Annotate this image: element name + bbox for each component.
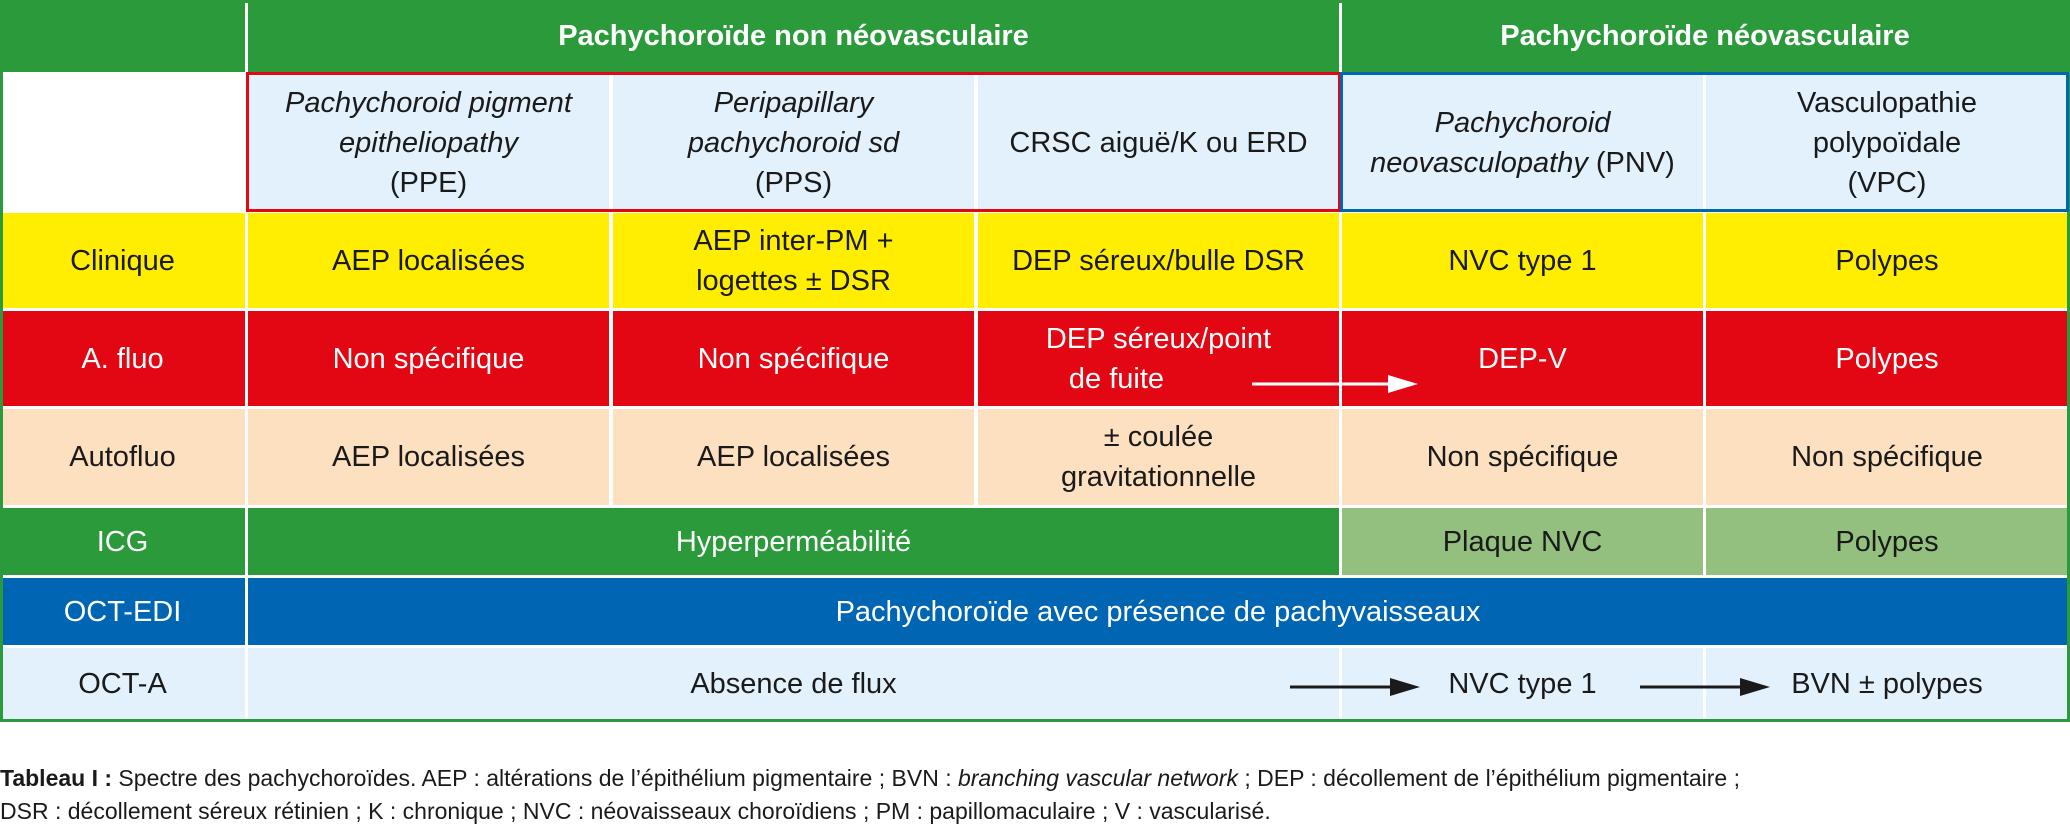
row-label-autofluo-text: Autofluo: [69, 441, 176, 473]
row-label-octedi: OCT-EDI: [0, 578, 245, 645]
cell-autofluo-vpc: Non spécifique: [1706, 409, 2068, 505]
crsc-name: CRSC aiguë/K ou ERD: [1009, 126, 1308, 159]
row-label-clinique: Clinique: [0, 213, 245, 308]
cell-autofluo-vpc-text: Non spécifique: [1791, 441, 1983, 473]
cell-icg-pnv-text: Plaque NVC: [1442, 525, 1603, 558]
pps-name-line2: pachychoroid sd: [687, 126, 900, 159]
cell-octa-span: Absence de flux: [248, 648, 1339, 719]
row-label-icg-text: ICG: [96, 525, 149, 558]
cell-clinique-pps-line2: logettes ± DSR: [696, 264, 891, 297]
cell-autofluo-crsc: ± coulée gravitationnelle: [978, 409, 1339, 505]
ppe-abbrev: (PPE): [389, 166, 468, 199]
pnv-name-line1: Pachychoroid: [1434, 106, 1611, 139]
cell-autofluo-pps-text: AEP localisées: [697, 441, 890, 473]
row-label-afluo: A. fluo: [0, 311, 245, 406]
cell-clinique-ppe: AEP localisées: [248, 213, 609, 308]
cell-afluo-pnv-text: DEP-V: [1478, 342, 1567, 375]
caption-title: Tableau I :: [0, 765, 113, 791]
group-header-non-neovascular: Pachychoroïde non néovasculaire: [248, 0, 1339, 72]
vpc-name-line2: polypoïdale: [1812, 126, 1962, 159]
caption-line2: DSR : décollement séreux rétinien ; K : …: [0, 798, 1271, 824]
row-label-octa-text: OCT-A: [78, 667, 167, 700]
column-header-vpc: Vasculopathie polypoïdale (VPC): [1706, 75, 2068, 210]
row-label-afluo-text: A. fluo: [81, 342, 164, 375]
group-header-neovascular-text: Pachychoroïde néovasculaire: [1500, 20, 1910, 52]
row-label-autofluo: Autofluo: [0, 409, 245, 505]
cell-autofluo-pnv: Non spécifique: [1342, 409, 1703, 505]
header-corner: [0, 0, 245, 72]
cell-afluo-vpc: Polypes: [1706, 311, 2068, 406]
row-label-clinique-text: Clinique: [70, 244, 175, 277]
cell-clinique-crsc: DEP séreux/bulle DSR: [978, 213, 1339, 308]
column-header-ppe: Pachychoroid pigment epitheliopathy (PPE…: [248, 75, 609, 210]
cell-octedi-span: Pachychoroïde avec présence de pachyvais…: [248, 578, 2068, 645]
cell-afluo-crsc-line2: de fuite: [1068, 362, 1165, 395]
cell-afluo-pps-text: Non spécifique: [697, 342, 890, 375]
group-header-neovascular: Pachychoroïde néovasculaire: [1342, 0, 2068, 72]
ppe-name-line1: Pachychoroid pigment: [285, 86, 572, 119]
vpc-name-line1: Vasculopathie: [1796, 86, 1978, 119]
cell-clinique-pps-line1: AEP inter-PM +: [693, 224, 894, 257]
caption-text-part2: ; DEP : décollement de l’épithélium pigm…: [1237, 765, 1740, 791]
cell-autofluo-pps: AEP localisées: [613, 409, 974, 505]
caption-text-part1: Spectre des pachychoroïdes. AEP : altéra…: [112, 765, 958, 791]
group-header-non-neovascular-text: Pachychoroïde non néovasculaire: [558, 20, 1029, 52]
cell-afluo-pps: Non spécifique: [613, 311, 974, 406]
caption-line1: Tableau I : Spectre des pachychoroïdes. …: [0, 762, 2068, 795]
cell-clinique-pnv: NVC type 1: [1342, 213, 1703, 308]
cell-octedi-span-text: Pachychoroïde avec présence de pachyvais…: [835, 595, 1481, 628]
arrow-right-icon: [1640, 678, 1770, 696]
row-label-octa: OCT-A: [0, 648, 245, 719]
cell-autofluo-ppe-text: AEP localisées: [332, 441, 525, 473]
cell-icg-span-text: Hyperperméabilité: [675, 525, 912, 558]
cell-autofluo-crsc-line1: ± coulée: [1103, 421, 1214, 453]
cell-clinique-vpc-text: Polypes: [1835, 244, 1939, 277]
cell-autofluo-crsc-line2: gravitationnelle: [1060, 461, 1257, 493]
pnv-name-line2-italic: neovasculopathy: [1370, 146, 1588, 179]
arrow-right-icon: [1252, 375, 1418, 393]
pps-name-line1: Peripapillary: [713, 86, 874, 119]
table-caption: Tableau I : Spectre des pachychoroïdes. …: [0, 762, 2068, 828]
cell-afluo-vpc-text: Polypes: [1835, 342, 1939, 375]
cell-icg-pnv: Plaque NVC: [1342, 508, 1703, 575]
cell-afluo-ppe: Non spécifique: [248, 311, 609, 406]
cell-afluo-crsc: DEP séreux/point de fuite: [978, 311, 1339, 406]
column-header-corner: [0, 75, 245, 210]
caption-italic-term: branching vascular network: [957, 765, 1238, 791]
cell-octa-vpc-text: BVN ± polypes: [1791, 667, 1983, 700]
cell-icg-vpc: Polypes: [1706, 508, 2068, 575]
cell-afluo-crsc-line1: DEP séreux/point: [1045, 322, 1272, 355]
cell-clinique-pnv-text: NVC type 1: [1448, 244, 1597, 277]
pnv-abbrev: (PNV): [1587, 146, 1675, 179]
cell-octa-pnv-text: NVC type 1: [1448, 667, 1597, 700]
cell-autofluo-ppe: AEP localisées: [248, 409, 609, 505]
pnv-name-line2: neovasculopathy (PNV): [1370, 143, 1675, 183]
row-label-icg: ICG: [0, 508, 245, 575]
column-header-pps: Peripapillary pachychoroid sd (PPS): [613, 75, 974, 210]
column-header-crsc: CRSC aiguë/K ou ERD: [978, 75, 1339, 210]
cell-afluo-ppe-text: Non spécifique: [332, 342, 525, 375]
vpc-abbrev: (VPC): [1847, 166, 1927, 199]
cell-octa-span-text: Absence de flux: [690, 667, 897, 700]
cell-afluo-pnv: DEP-V: [1342, 311, 1703, 406]
cell-icg-span: Hyperperméabilité: [248, 508, 1339, 575]
ppe-name-line2: epitheliopathy: [339, 126, 518, 159]
cell-clinique-crsc-text: DEP séreux/bulle DSR: [1012, 244, 1305, 277]
cell-clinique-pps: AEP inter-PM + logettes ± DSR: [613, 213, 974, 308]
arrow-right-icon: [1290, 678, 1420, 696]
column-header-pnv: Pachychoroid neovasculopathy (PNV): [1342, 75, 1703, 210]
cell-octa-vpc: BVN ± polypes: [1706, 648, 2068, 719]
row-label-octedi-text: OCT-EDI: [63, 595, 182, 628]
cell-clinique-ppe-text: AEP localisées: [332, 244, 525, 277]
cell-icg-vpc-text: Polypes: [1835, 525, 1939, 558]
cell-clinique-vpc: Polypes: [1706, 213, 2068, 308]
pps-abbrev: (PPS): [754, 166, 833, 199]
cell-autofluo-pnv-text: Non spécifique: [1426, 441, 1619, 473]
